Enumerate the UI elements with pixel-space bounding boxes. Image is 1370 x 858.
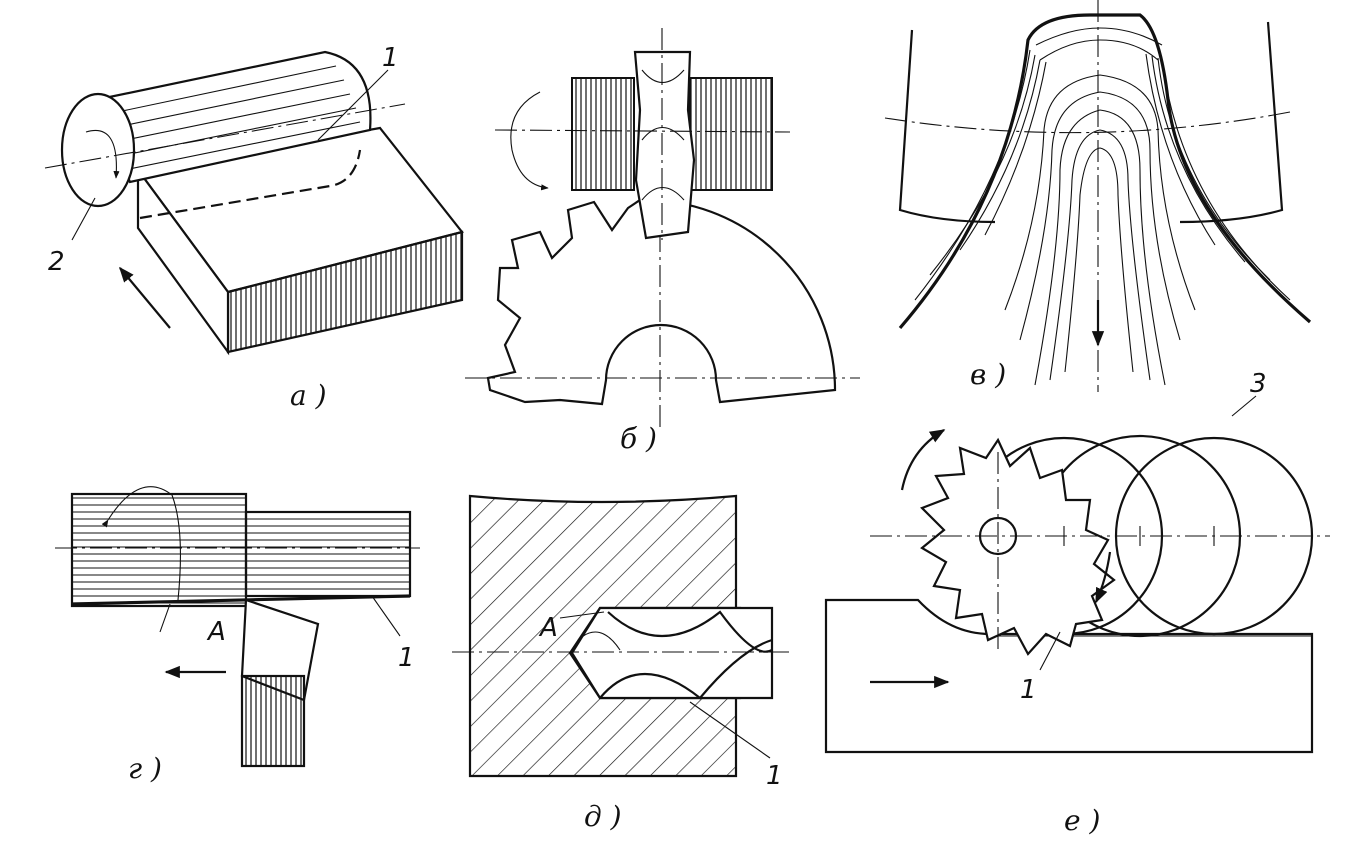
hob-right-roll xyxy=(689,77,773,191)
panel-e: 3 1 е ) xyxy=(824,369,1330,837)
gear-blank xyxy=(486,198,837,406)
feed-arrow xyxy=(119,266,171,329)
drill-flute-1 xyxy=(607,610,773,653)
label-A: A xyxy=(538,613,558,643)
panel-a: 1 2 а ) xyxy=(44,43,464,412)
rotation-arrow xyxy=(85,130,120,179)
caption-g: г ) xyxy=(128,752,162,785)
cylindrical-cutter-body xyxy=(93,50,372,184)
cutter-flutes xyxy=(107,65,361,171)
panel-d: A 1 д ) xyxy=(452,494,790,833)
hob-rotation-arrow xyxy=(510,91,549,191)
cutter-feed-arrow xyxy=(1094,551,1112,604)
label-1: 1 xyxy=(1020,675,1037,705)
cutter-axis xyxy=(44,103,406,169)
drill-flute-2 xyxy=(599,638,773,700)
caption-b: б ) xyxy=(620,422,657,455)
caption-a: а ) xyxy=(290,379,327,412)
panel-g: A 1 г ) xyxy=(55,486,420,785)
caption-d: д ) xyxy=(584,800,622,833)
workpiece-rotation-arrow xyxy=(101,486,181,601)
label-3: 3 xyxy=(1250,369,1267,399)
workpiece-bar xyxy=(824,598,1314,754)
label-A: A xyxy=(206,617,226,647)
label-2: 2 xyxy=(48,247,65,277)
gear-outline-left xyxy=(898,29,996,224)
drill-body xyxy=(570,606,774,700)
caption-e: е ) xyxy=(1064,804,1100,837)
cut-depth-line xyxy=(139,149,362,220)
workpiece-large-diameter xyxy=(70,492,248,608)
turning-tool-shank xyxy=(240,674,306,768)
hob-axis xyxy=(494,129,791,133)
hob-left-roll xyxy=(571,77,635,191)
disk-cutter xyxy=(920,437,1116,656)
label-1: 1 xyxy=(382,43,399,73)
panel-v: в ) xyxy=(884,0,1312,392)
caption-v: в ) xyxy=(970,358,1006,391)
gear-outline-right xyxy=(1179,21,1284,224)
label-1: 1 xyxy=(766,761,783,791)
hob-centre xyxy=(633,50,696,240)
workpiece-small-diameter xyxy=(244,510,412,598)
envelope-curves xyxy=(898,13,1312,386)
panel-b: б ) xyxy=(465,28,860,455)
cutter-rotation-arrow xyxy=(900,429,946,491)
cutter-end-face xyxy=(60,92,136,208)
label-1: 1 xyxy=(398,643,415,673)
